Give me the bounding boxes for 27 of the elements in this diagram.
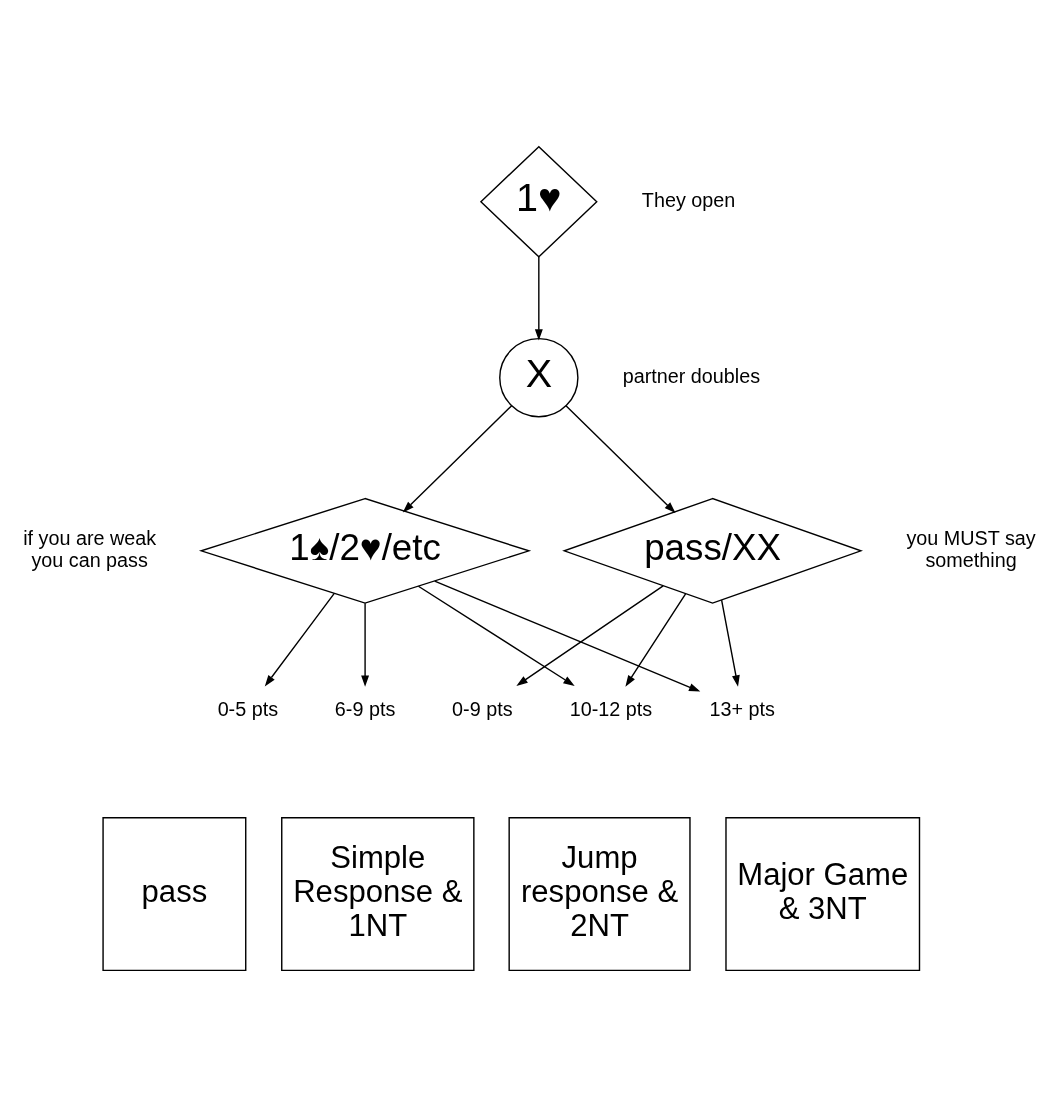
arrow [720, 598, 740, 687]
node-text: 6-9 pts [334, 697, 396, 720]
label: partner doubles [622, 364, 761, 387]
node-text: 0-9 pts [452, 697, 513, 720]
arrow [565, 404, 676, 513]
node-diamond: pass/XX [562, 497, 863, 604]
label: you MUST say something [906, 526, 1036, 571]
arrow [264, 592, 335, 686]
node-text: 0-5 pts [217, 697, 279, 720]
arrow [516, 584, 664, 686]
label: They open [641, 188, 736, 211]
node-box: Jump response & 2NT [508, 816, 691, 971]
node-diamond: 1♠/2♥/etc [198, 497, 532, 604]
arrow [361, 601, 370, 687]
arrow [534, 255, 543, 341]
label: if you are weak you can pass [23, 526, 157, 571]
arrow [402, 404, 513, 512]
node-text: 10-12 pts [569, 697, 653, 720]
node-box: Major Game & 3NT [725, 816, 921, 971]
arrow [625, 592, 687, 687]
node-diamond: 1♥ [479, 145, 598, 258]
arrow [417, 585, 575, 686]
node-circle: X [499, 337, 579, 417]
arrow [434, 580, 701, 692]
node-box: pass [102, 816, 247, 971]
node-text: 13+ pts [709, 697, 775, 720]
node-box: Simple Response & 1NT [281, 816, 475, 971]
